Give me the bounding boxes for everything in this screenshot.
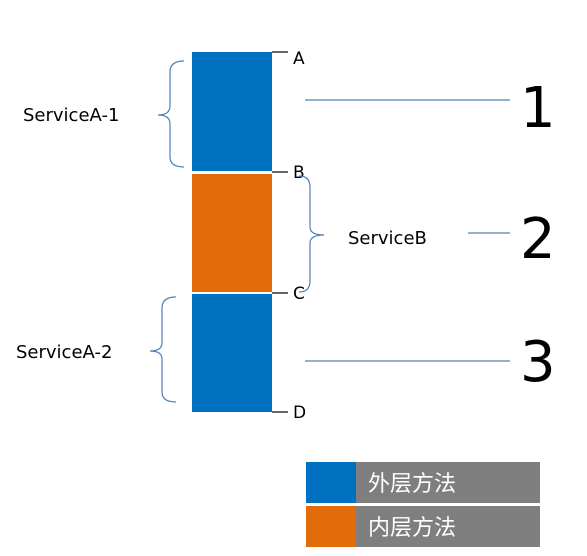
- service-a2-block: [192, 294, 272, 412]
- service-a1-block: [192, 52, 272, 171]
- step-number-1: 1: [520, 76, 556, 141]
- point-label-a: A: [293, 49, 305, 69]
- legend-label-inner: 内层方法: [368, 516, 456, 541]
- step-number-3: 3: [520, 330, 556, 395]
- point-label-b: B: [293, 163, 305, 183]
- step-number-2: 2: [520, 207, 556, 272]
- legend-swatch-outer: [306, 462, 356, 503]
- brace-service-b: [298, 175, 325, 293]
- label-service-b: ServiceB: [348, 228, 427, 249]
- point-label-d: D: [293, 403, 306, 423]
- point-ticks: [272, 51, 288, 413]
- label-service-a2: ServiceA-2: [16, 342, 112, 363]
- legend-swatch-inner: [306, 506, 356, 547]
- point-label-c: C: [293, 284, 305, 304]
- brace-service-a2: [149, 296, 177, 403]
- legend: 外层方法 内层方法: [306, 462, 540, 547]
- label-service-a1: ServiceA-1: [23, 105, 119, 126]
- legend-label-outer: 外层方法: [368, 472, 456, 497]
- service-b-block: [192, 174, 272, 292]
- brace-service-a1: [157, 60, 185, 168]
